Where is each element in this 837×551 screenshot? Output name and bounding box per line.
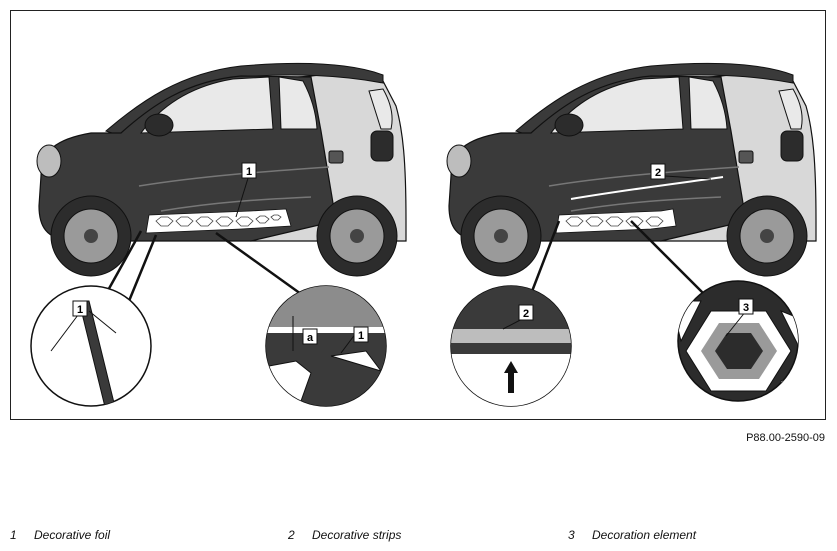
legend-label: Decoration element bbox=[592, 528, 697, 542]
callout-3-detail: 3 bbox=[743, 302, 749, 314]
legend-label: Decorative foil bbox=[34, 528, 111, 542]
legend-number: 2 bbox=[288, 528, 295, 542]
illustration: 1 1 bbox=[30, 62, 817, 407]
detail-circle-left-2: a 1 bbox=[265, 285, 387, 407]
figure-frame: 1 1 bbox=[10, 10, 826, 420]
callout-1-car-left: 1 bbox=[246, 166, 252, 178]
legend-item-3: 3 Decoration element bbox=[568, 528, 696, 542]
figure-reference-code: P88.00-2590-09 bbox=[746, 432, 825, 444]
detail-circle-left-1: 1 bbox=[30, 285, 152, 407]
callout-1-detail-right: 1 bbox=[358, 330, 364, 342]
detail-circle-right-1: 2 bbox=[450, 285, 572, 407]
legend-label: Decorative strips bbox=[312, 528, 402, 542]
dimension-label-a: a bbox=[307, 332, 314, 344]
detail-circle-right-2: 3 bbox=[677, 280, 799, 402]
legend: 1 Decorative foil 2 Decorative strips 3 Dec… bbox=[10, 528, 830, 544]
car-left: 1 bbox=[36, 62, 407, 302]
legend-number: 3 bbox=[568, 528, 575, 542]
callout-1-detail-left: 1 bbox=[77, 304, 83, 316]
callout-2-detail: 2 bbox=[523, 308, 529, 320]
legend-item-1: 1 Decorative foil bbox=[10, 528, 110, 542]
legend-item-2: 2 Decorative strips bbox=[288, 528, 401, 542]
callout-2-car-right: 2 bbox=[655, 167, 661, 179]
car-right: 2 bbox=[446, 62, 817, 302]
legend-number: 1 bbox=[10, 528, 17, 542]
